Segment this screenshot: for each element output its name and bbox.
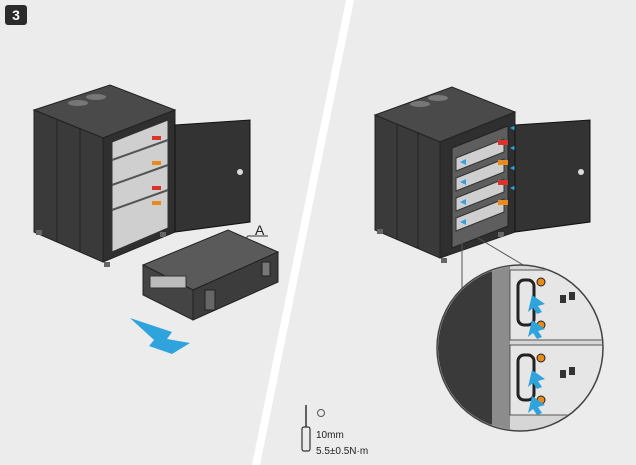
socket-circle-icon [317, 409, 325, 417]
callout-label-a: A [255, 222, 265, 238]
torque-label: 5.5±0.5N·m [316, 446, 369, 457]
battery-module [141, 229, 280, 321]
left-cabinet [32, 84, 251, 267]
right-cabinet [373, 86, 591, 263]
zoom-detail [436, 237, 604, 432]
tool-size-label: 10mm [316, 430, 344, 441]
insert-direction-arrow [130, 318, 190, 354]
step-number-badge: 3 [5, 5, 27, 25]
screwdriver-icon [301, 405, 311, 452]
